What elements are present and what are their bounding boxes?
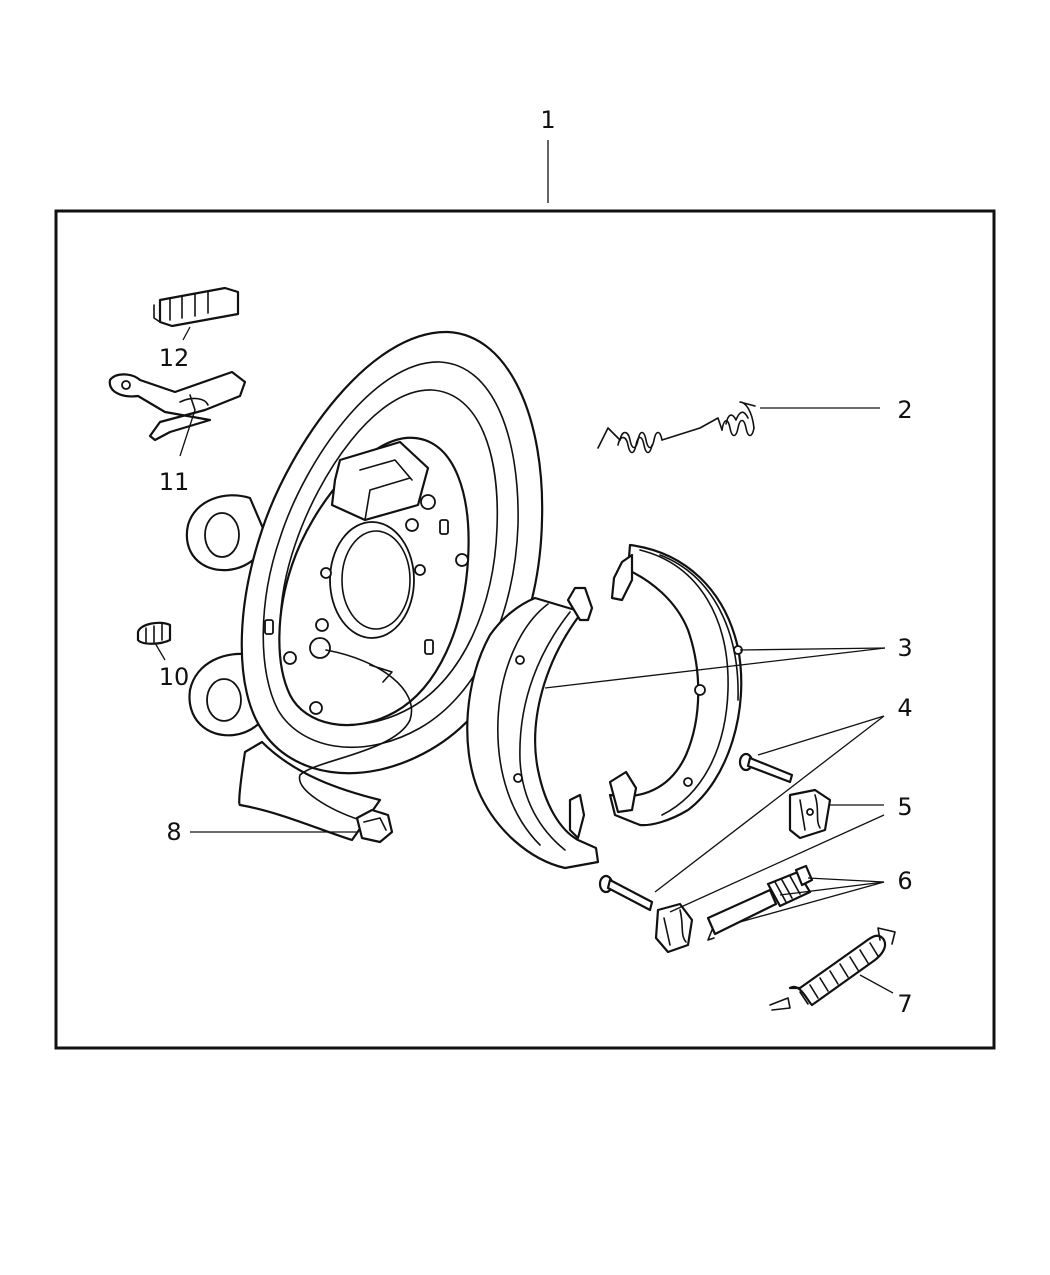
leader-line-4b: [654, 715, 885, 893]
callout-11[interactable]: 11: [159, 468, 190, 496]
callout-2[interactable]: 2: [897, 396, 912, 424]
leader-line-6a: [807, 877, 885, 883]
leader-line-6c: [739, 881, 885, 923]
clip-icon-5-upper: [788, 788, 832, 840]
callout-8[interactable]: 8: [166, 818, 181, 846]
spring-icon-7: [769, 927, 896, 1011]
lever-icon: [108, 370, 247, 442]
pin-icon-lower: [598, 874, 654, 912]
leader-line-10: [154, 642, 166, 661]
callout-6[interactable]: 6: [897, 867, 912, 895]
adjuster-icon: [706, 864, 814, 941]
callout-10[interactable]: 10: [159, 663, 190, 691]
leader-line-5b: [669, 814, 885, 913]
callout-5[interactable]: 5: [897, 793, 912, 821]
leader-line-3a: [739, 647, 886, 651]
clip-icon-12: [153, 286, 240, 328]
callout-12[interactable]: 12: [159, 344, 190, 372]
callout-1[interactable]: 1: [540, 106, 555, 134]
brake-cable: [298, 649, 413, 821]
callout-7[interactable]: 7: [897, 990, 912, 1018]
assembly-frame: [54, 209, 996, 1050]
pin-icon-upper: [738, 752, 794, 784]
backing-plate: [185, 330, 544, 842]
brake-shoe-icon-rear: [608, 543, 743, 827]
clip-icon-10: [136, 621, 172, 645]
leader-line-3b: [544, 647, 886, 689]
leader-line-12: [182, 326, 191, 341]
brake-shoe-icon-front: [466, 586, 600, 870]
callout-3[interactable]: 3: [897, 634, 912, 662]
leader-line-4a: [757, 715, 885, 756]
leader-line-6b: [779, 881, 885, 896]
nut-icon: [355, 808, 394, 844]
spring-icon-2: [597, 401, 756, 454]
leader-line-7: [859, 974, 894, 994]
clip-icon-5-lower: [654, 902, 694, 954]
leader-line-11: [179, 409, 196, 457]
callout-4[interactable]: 4: [897, 694, 912, 722]
